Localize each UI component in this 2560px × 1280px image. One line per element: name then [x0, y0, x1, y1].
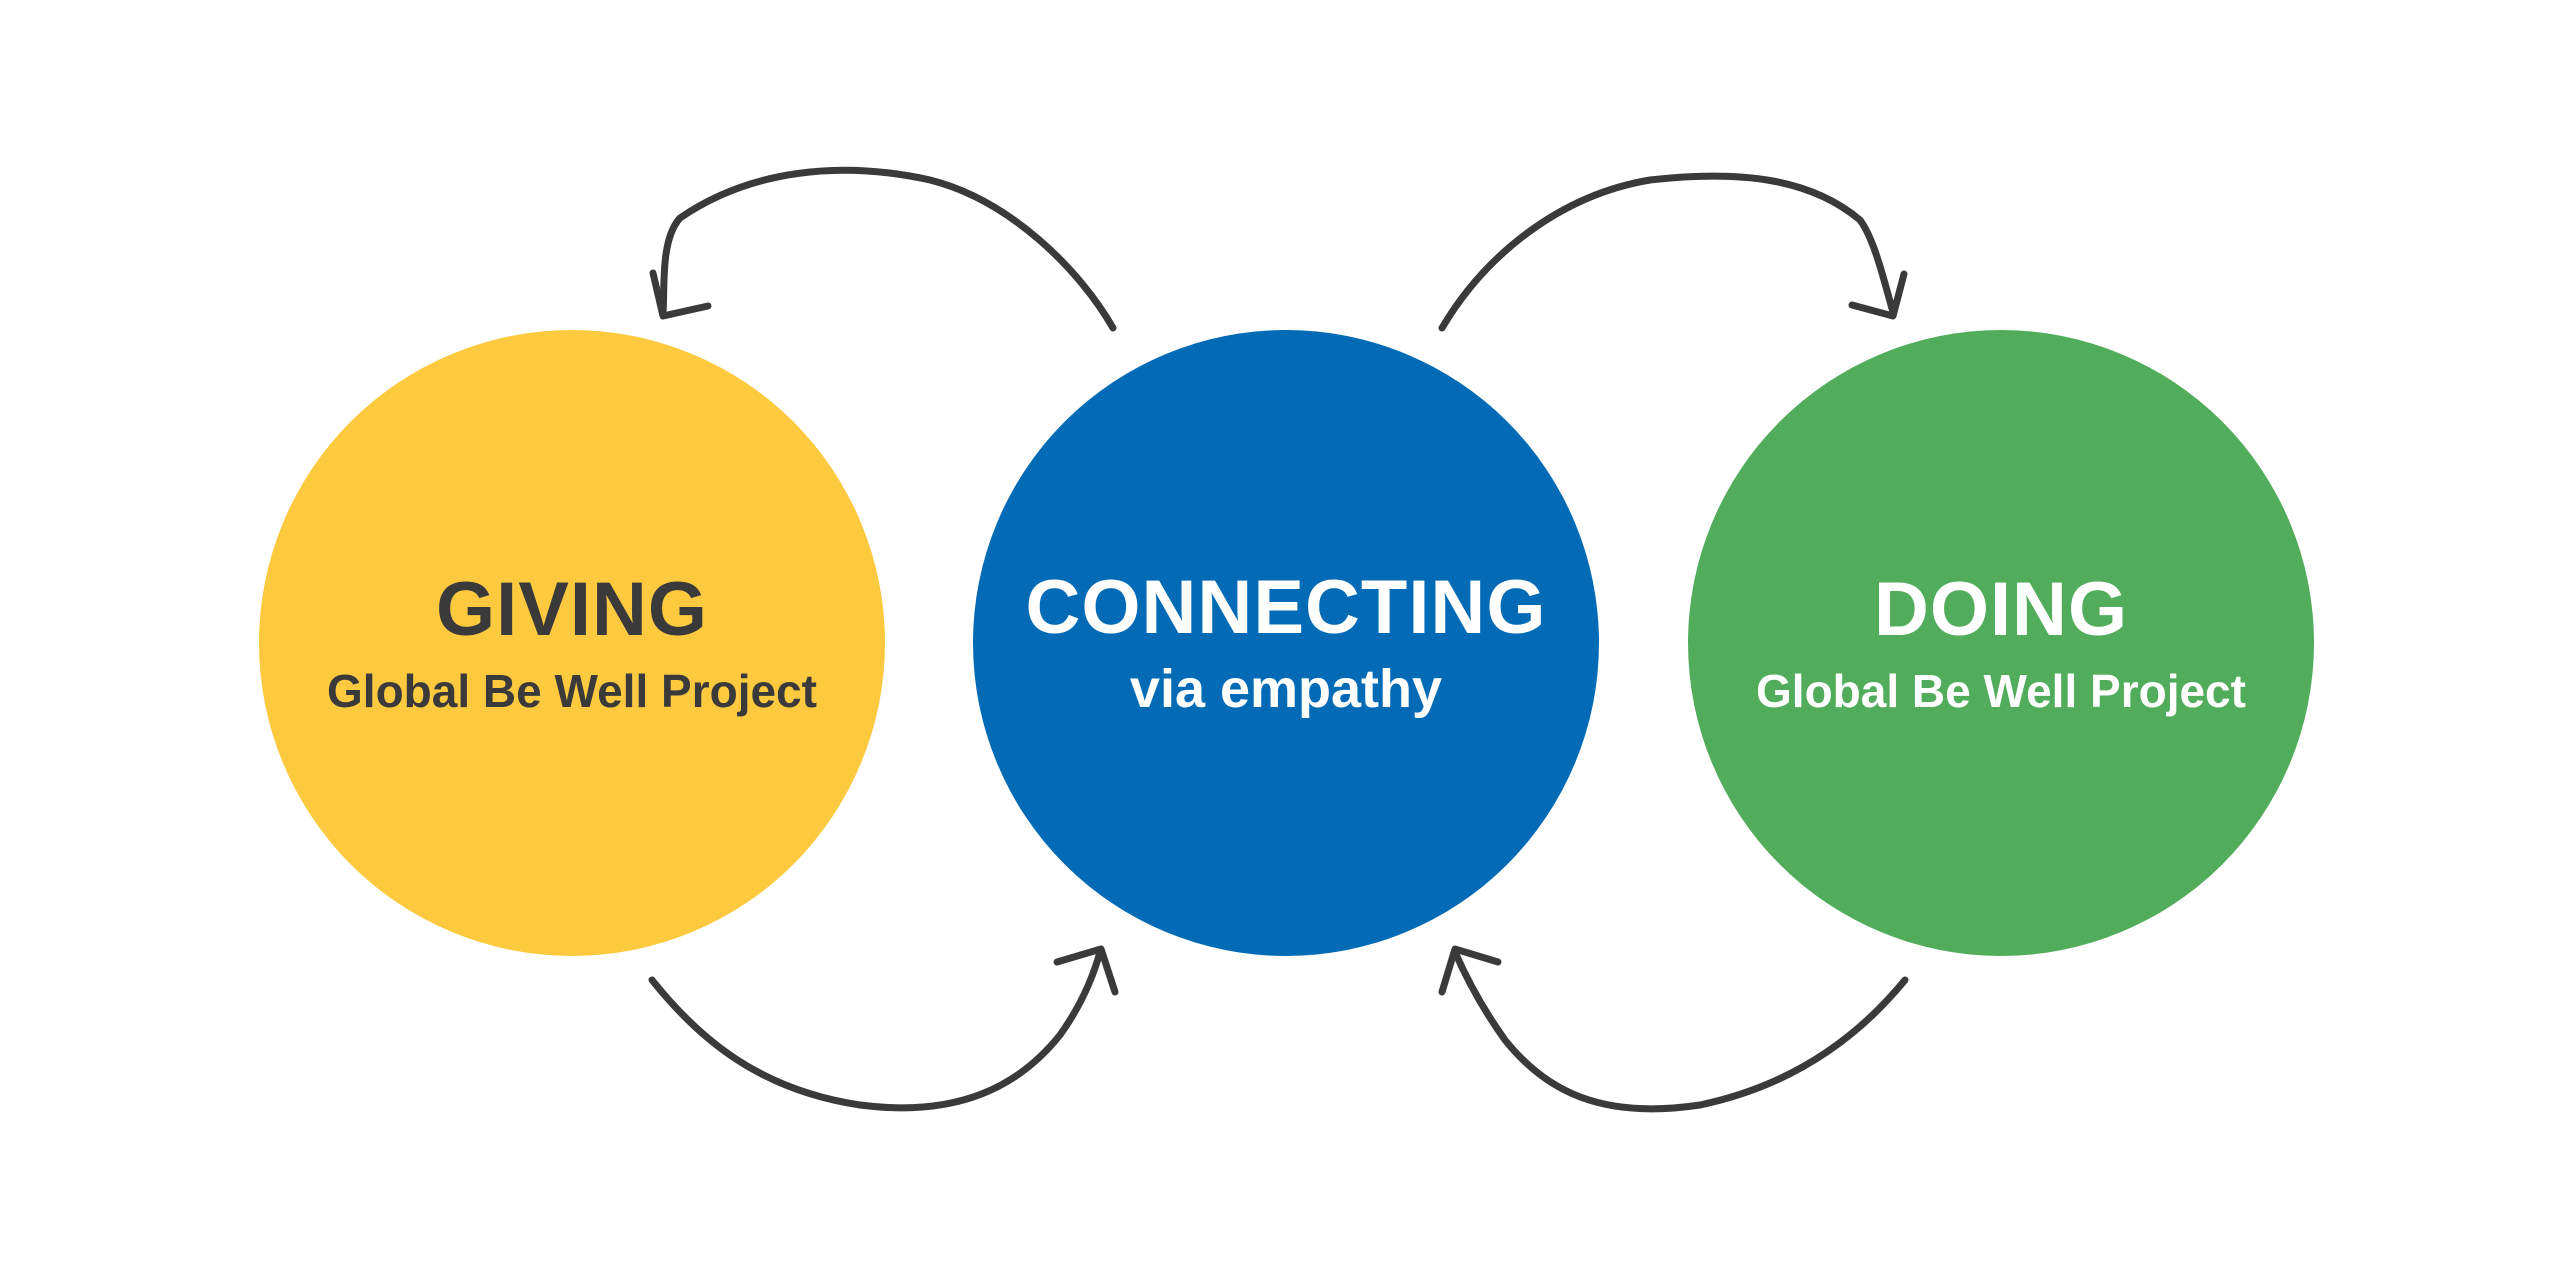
node-doing: DOING Global Be Well Project: [1688, 330, 2314, 956]
node-doing-subtitle: Global Be Well Project: [1756, 665, 2246, 717]
node-connecting-title: CONNECTING: [1025, 565, 1547, 650]
node-connecting-subtitle: via empathy: [1129, 659, 1443, 719]
arrow-connecting-to-doing: [1438, 172, 1897, 332]
node-giving: GIVING Global Be Well Project: [259, 330, 885, 956]
arrow-connecting-to-giving: [659, 166, 1117, 332]
arrowhead-connecting-bottom-right-icon: [1438, 945, 1502, 996]
arrow-giving-to-connecting: [648, 948, 1104, 1112]
node-giving-subtitle: Global Be Well Project: [327, 665, 817, 717]
node-doing-title: DOING: [1873, 567, 2129, 652]
node-giving-title: GIVING: [435, 567, 709, 652]
node-connecting: CONNECTING via empathy: [973, 330, 1599, 956]
arrowhead-giving-top-icon: [649, 269, 712, 320]
arrowhead-doing-top-icon: [1848, 270, 1908, 320]
arrow-doing-to-connecting: [1451, 948, 1909, 1113]
arrowhead-connecting-bottom-left-icon: [1053, 945, 1119, 996]
